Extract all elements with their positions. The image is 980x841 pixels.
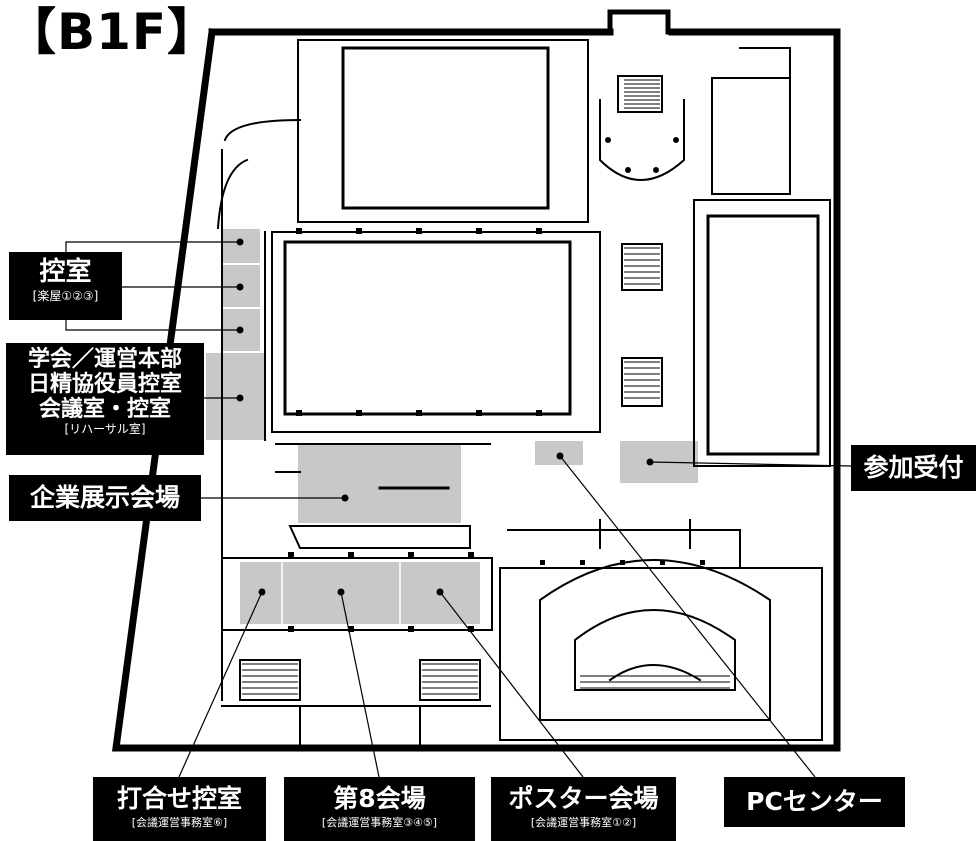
reception-hall bbox=[706, 214, 820, 456]
main-hall-frame bbox=[271, 231, 601, 433]
label-dai8[interactable]: 第8会場 [会議運営事務室③④⑤] bbox=[284, 777, 475, 841]
upper-theater-frame bbox=[297, 39, 589, 223]
lobby-rail bbox=[275, 443, 491, 549]
label-kigyo[interactable]: 企業展示会場 bbox=[9, 475, 201, 521]
label-dai8-main: 第8会場 bbox=[333, 784, 426, 813]
label-sanka-main: 参加受付 bbox=[863, 453, 964, 482]
right-corridor bbox=[507, 519, 741, 569]
label-gakkai-line1: 学会／運営本部 bbox=[27, 347, 182, 372]
arena-stage-curve bbox=[608, 664, 702, 682]
lower-hall bbox=[221, 557, 493, 631]
leader-dai8 bbox=[340, 591, 380, 778]
leader-poster bbox=[439, 591, 584, 778]
label-sanka[interactable]: 参加受付 bbox=[851, 445, 976, 491]
leader-dots bbox=[236, 238, 654, 596]
lower-rooms bbox=[221, 705, 491, 749]
label-hikae[interactable]: 控室 [楽屋①②③] bbox=[9, 252, 122, 320]
label-pc-main: PCセンター bbox=[746, 787, 883, 816]
arena-inner bbox=[574, 609, 736, 691]
rotunda bbox=[599, 99, 685, 181]
label-gakkai-line3: 会議室・控室 bbox=[38, 397, 171, 422]
area-kigyo bbox=[298, 443, 461, 523]
leader-uchiawase bbox=[178, 591, 263, 778]
label-gakkai-sub: [リハーサル室] bbox=[64, 422, 146, 436]
highlighted-areas bbox=[206, 229, 698, 624]
arena-bowl bbox=[539, 559, 771, 721]
leader-pc bbox=[559, 455, 816, 778]
label-uchiawase[interactable]: 打合せ控室 [会議運営事務室⑥] bbox=[93, 777, 266, 841]
label-kigyo-main: 企業展示会場 bbox=[29, 483, 180, 512]
left-curve bbox=[216, 158, 249, 230]
reception-frame bbox=[693, 199, 831, 467]
leader-sanka bbox=[649, 461, 852, 467]
entrance-wall bbox=[607, 9, 671, 35]
label-poster-main: ポスター会場 bbox=[508, 784, 659, 813]
label-pc[interactable]: PCセンター bbox=[724, 777, 905, 827]
main-hall bbox=[283, 240, 572, 416]
label-uchiawase-main: 打合せ控室 bbox=[116, 784, 242, 813]
label-hikae-sub: [楽屋①②③] bbox=[32, 289, 99, 303]
leader-lines bbox=[65, 241, 852, 778]
area-rehearsal bbox=[206, 353, 264, 440]
arena-outer bbox=[499, 567, 823, 741]
column-markers bbox=[288, 137, 705, 632]
rotunda-stairs bbox=[617, 75, 663, 113]
area-hikae-1 bbox=[222, 229, 260, 263]
upper-theater bbox=[341, 46, 550, 210]
right-upper-rooms bbox=[711, 47, 791, 195]
label-uchiawase-sub: [会議運営事務室⑥] bbox=[131, 816, 228, 829]
label-gakkai-line2: 日精協役員控室 bbox=[27, 372, 182, 397]
label-gakkai[interactable]: 学会／運営本部 日精協役員控室 会議室・控室 [リハーサル室] bbox=[6, 343, 204, 455]
leader-hikae bbox=[65, 241, 240, 331]
label-hikae-main: 控室 bbox=[39, 257, 92, 287]
building-walls bbox=[111, 9, 841, 752]
floor-title: 【B1F】 bbox=[6, 3, 219, 61]
escalator-1 bbox=[621, 243, 663, 291]
label-poster[interactable]: ポスター会場 [会議運営事務室①②] bbox=[491, 777, 676, 841]
lower-hall-divisions bbox=[281, 561, 401, 625]
label-dai8-sub: [会議運営事務室③④⑤] bbox=[321, 816, 438, 829]
stair-hatching bbox=[242, 79, 730, 695]
escalator-2 bbox=[621, 357, 663, 407]
label-poster-sub: [会議運営事務室①②] bbox=[530, 816, 637, 829]
lower-stairs-area bbox=[239, 659, 481, 701]
